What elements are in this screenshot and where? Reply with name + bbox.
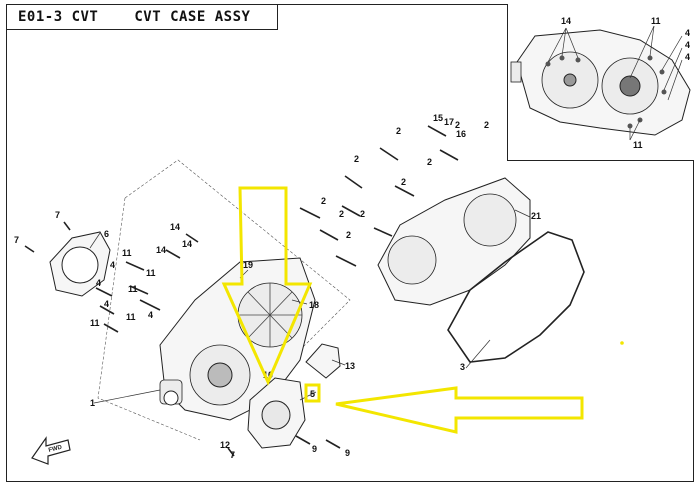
- highlight-dot: [620, 341, 624, 345]
- cover-plate-5: [247, 377, 306, 449]
- inset-callout-11: 11: [651, 16, 661, 26]
- callout-2b: 2: [484, 120, 489, 130]
- assembly-boundary: [124, 159, 351, 361]
- callout-16: 16: [456, 129, 466, 139]
- callout-2j: 2: [346, 230, 351, 240]
- bolts-left: [24, 221, 341, 457]
- fwd-arrow-icon: FWD: [31, 436, 71, 465]
- callout-19: 19: [243, 260, 253, 270]
- callout-6: 6: [104, 229, 109, 239]
- callout-2a: 2: [455, 120, 460, 130]
- callout-4a: 4: [110, 260, 115, 270]
- callout-14a: 14: [170, 222, 180, 232]
- callout-3: 3: [460, 362, 465, 372]
- diagram-code: E01-3 CVT: [18, 8, 99, 25]
- callout-15: 15: [433, 113, 443, 123]
- callout-7a: 7: [55, 210, 60, 220]
- inset-callout-4a: 4: [685, 28, 690, 38]
- inset-detail-view: 14 11 4 4 4 11: [510, 16, 691, 150]
- callout-9b: 9: [345, 448, 350, 458]
- callout-12: 12: [220, 440, 230, 450]
- callout-9a: 9: [312, 444, 317, 454]
- callout-4c: 4: [104, 299, 109, 309]
- assembly-boundary-left: [97, 197, 201, 441]
- callout-7c: 7: [230, 450, 235, 460]
- callout-1: 1: [90, 398, 95, 408]
- gasket-13: [305, 343, 341, 379]
- callout-2h: 2: [339, 209, 344, 219]
- highlight-marks: [221, 186, 584, 434]
- callout-21: 21: [531, 211, 541, 221]
- callout-2f: 2: [401, 177, 406, 187]
- title-block: E01-3 CVT CVT CASE ASSY: [6, 4, 278, 30]
- bolts-2: [299, 125, 459, 267]
- callout-4b: 4: [96, 278, 101, 288]
- callout-7b: 7: [14, 235, 19, 245]
- callout-5: 5: [310, 389, 315, 399]
- inset-callout-4b: 4: [685, 40, 690, 50]
- inset-callout-14: 14: [561, 16, 571, 26]
- callout-2e: 2: [354, 154, 359, 164]
- callout-11a: 11: [122, 248, 132, 258]
- callout-18: 18: [309, 300, 319, 310]
- fwd-label: FWD: [48, 444, 63, 454]
- callout-14c: 14: [156, 245, 166, 255]
- inset-callout-4c: 4: [685, 52, 690, 62]
- callout-2g: 2: [321, 196, 326, 206]
- drawing-frame: [6, 4, 694, 482]
- callout-14b: 14: [182, 239, 192, 249]
- callout-11c: 11: [128, 284, 138, 294]
- gasket-6: [49, 231, 111, 297]
- cvt-inner-case: [377, 177, 531, 306]
- leader-lines: [89, 209, 531, 404]
- callout-2d: 2: [427, 157, 432, 167]
- callout-2i: 2: [360, 209, 365, 219]
- callout-11d: 11: [90, 318, 100, 328]
- diagram-title: CVT CASE ASSY: [134, 8, 251, 25]
- callout-11e: 11: [126, 312, 136, 322]
- inset-callout-11b: 11: [633, 140, 643, 150]
- callout-11b: 11: [146, 268, 156, 278]
- gasket-3: [447, 231, 585, 363]
- callout-10: 10: [263, 370, 273, 380]
- callout-13: 13: [345, 361, 355, 371]
- callout-2c: 2: [396, 126, 401, 136]
- callout-17: 17: [444, 117, 454, 127]
- callout-4d: 4: [148, 310, 153, 320]
